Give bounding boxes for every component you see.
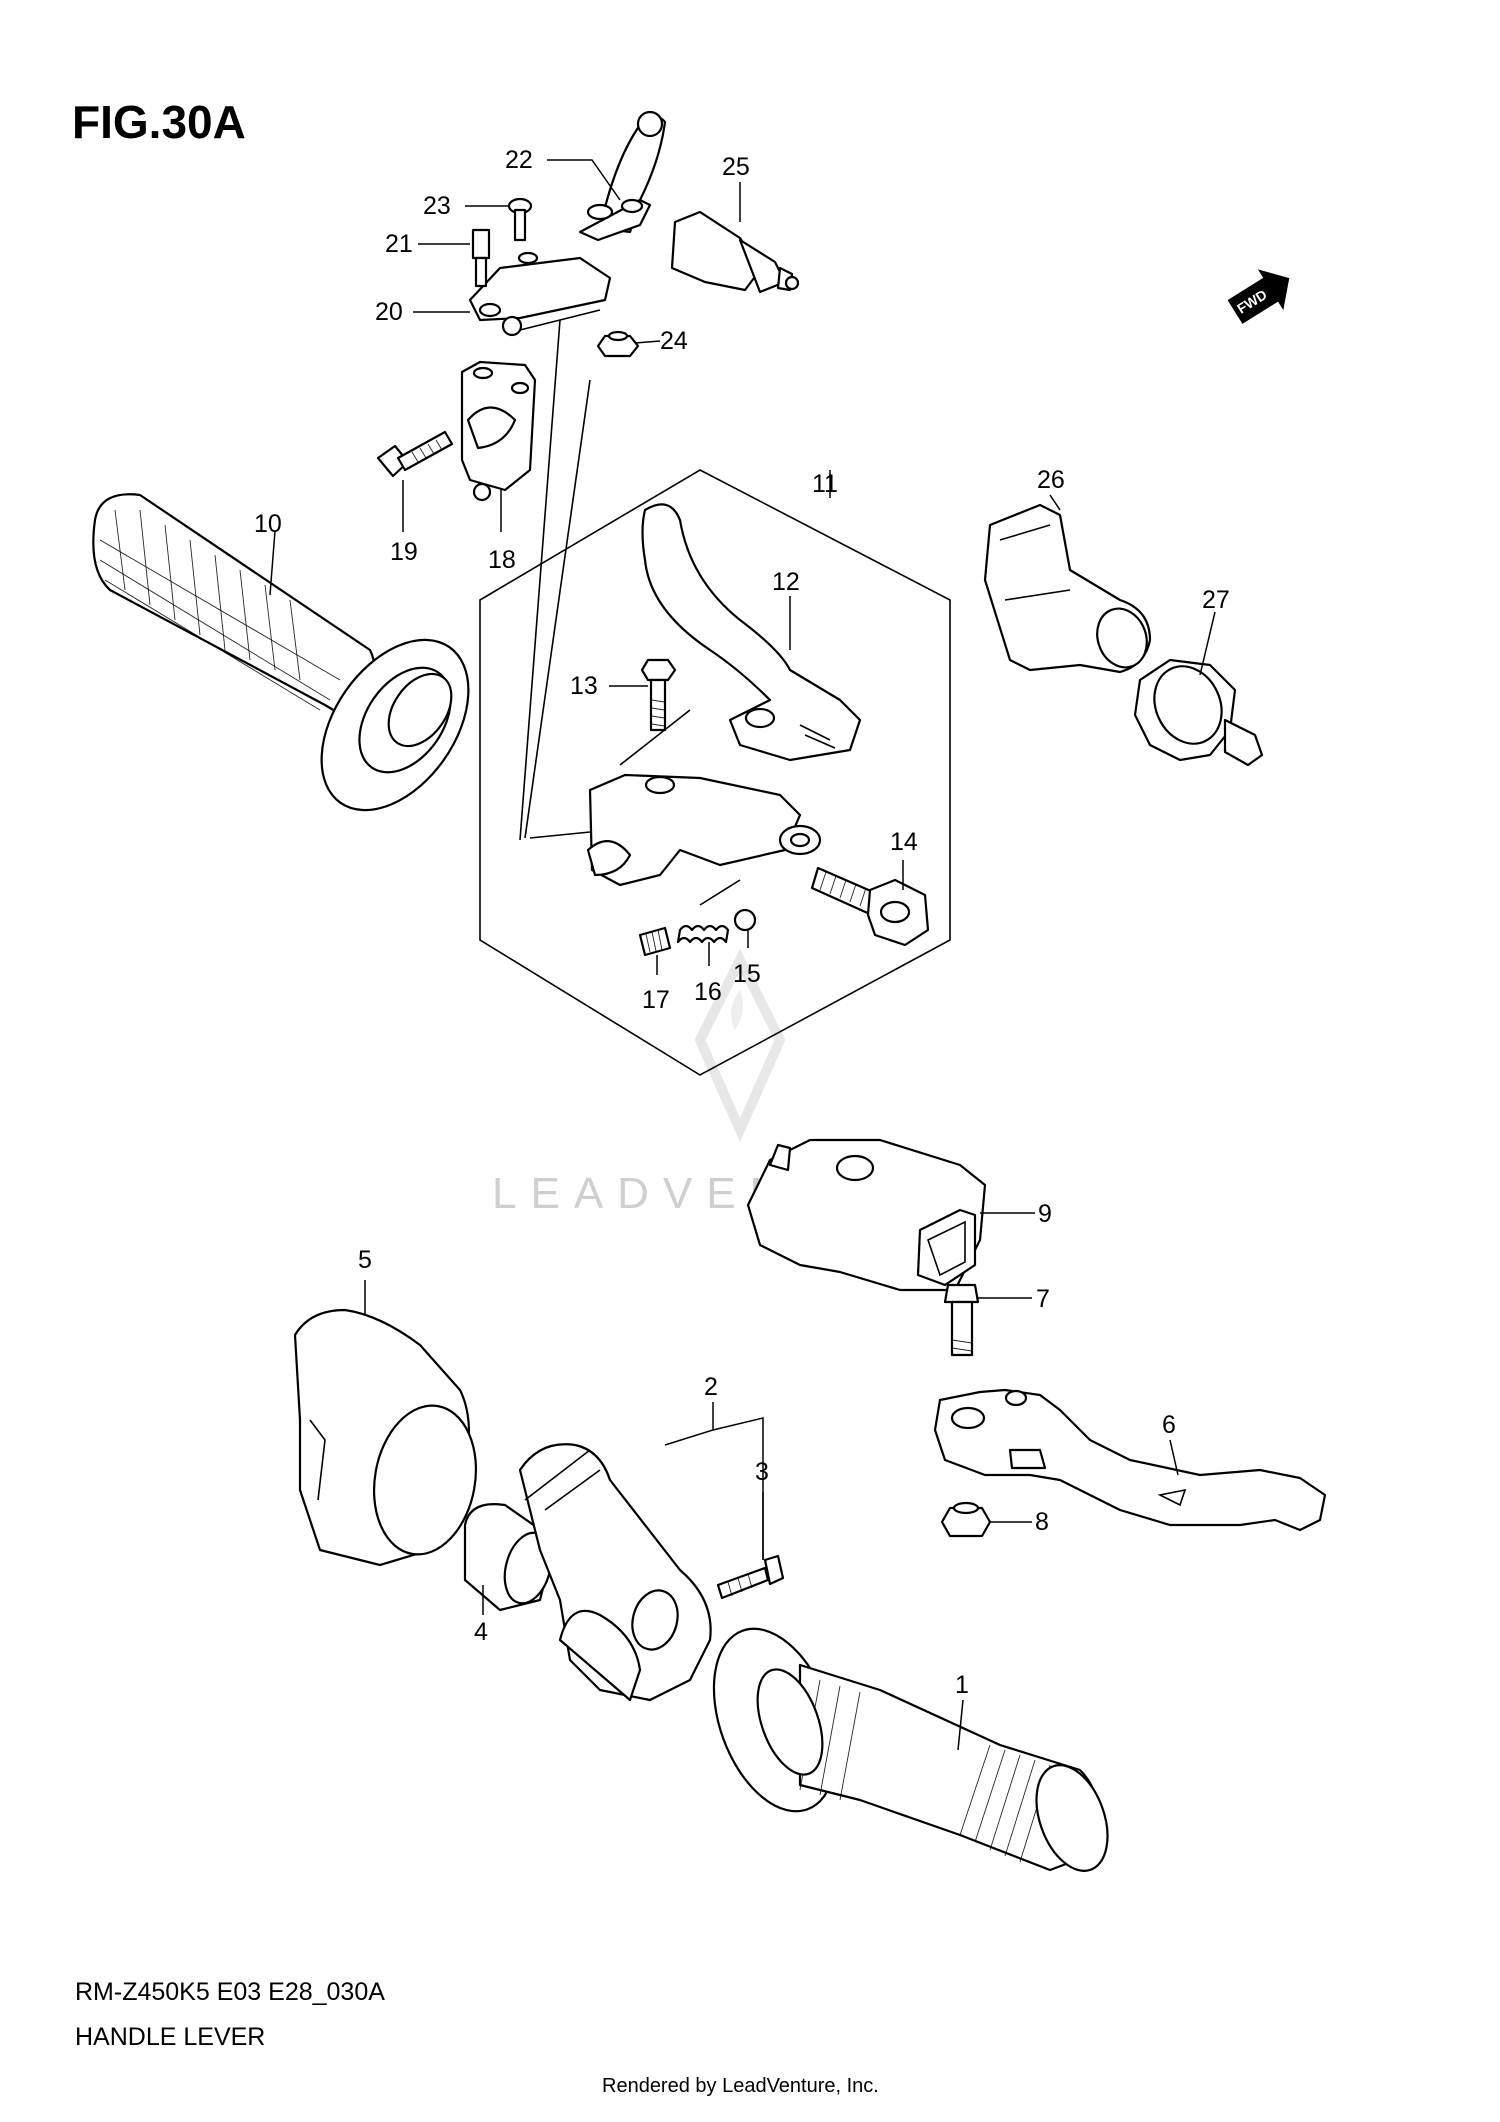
hot-start-screw (507, 197, 533, 242)
brake-lever-pivot-bolt (943, 1283, 980, 1357)
callout-10: 10 (254, 510, 282, 538)
callout-14: 14 (890, 828, 918, 856)
callout-18: 18 (488, 546, 516, 574)
callout-23: 23 (423, 192, 451, 220)
set-screw (638, 926, 672, 957)
callout-20: 20 (375, 298, 403, 326)
callout-15: 15 (733, 960, 761, 988)
assembly-reference-line-e (699, 879, 741, 906)
callout-21: 21 (385, 230, 413, 258)
callout-9: 9 (1038, 1200, 1052, 1228)
callout-4: 4 (474, 1618, 488, 1646)
assembly-reference-line-f (519, 309, 601, 331)
clutch-lever-pivot-bolt (640, 658, 677, 732)
clutch-lever-cover (983, 503, 1152, 674)
callout-7: 7 (1036, 1285, 1050, 1313)
clutch-cable-adjuster (810, 866, 930, 947)
clamp-bolt (376, 430, 454, 478)
detent-spring (676, 924, 730, 944)
assembly-reference-line-c (519, 319, 561, 841)
callout-11: 11 (812, 470, 838, 498)
detent-ball (733, 908, 757, 932)
throttle-cable-cover (293, 1308, 478, 1567)
callout-22: 22 (505, 146, 533, 174)
cable-adjuster-nut (1133, 658, 1264, 767)
assembly-reference-line-a (529, 831, 591, 839)
clutch-lever-bracket (586, 773, 822, 887)
watermark-logo (694, 948, 786, 1143)
hot-start-bolt (471, 228, 491, 288)
callout-16: 16 (694, 978, 722, 1006)
callout-5: 5 (358, 1246, 372, 1274)
hot-start-cable-boot (670, 210, 800, 294)
assembly-reference-line-d (619, 709, 691, 766)
model-code: RM-Z450K5 E03 E28_030A (75, 1978, 385, 2006)
leader-lines (269, 159, 1216, 1751)
clutch-lever-assembly-outline (479, 469, 951, 1076)
callout-19: 19 (390, 538, 418, 566)
callout-24: 24 (660, 327, 688, 355)
left-handlebar-grip (92, 493, 470, 812)
callout-2: 2 (704, 1373, 718, 1401)
brake-lever-cover (746, 1138, 987, 1292)
lever-holder-clamp (460, 360, 537, 502)
clutch-lever (641, 503, 862, 762)
callout-25: 25 (722, 153, 750, 181)
assembly-reference-line-b (524, 379, 591, 839)
forward-direction-arrow: FWD (1227, 269, 1290, 324)
hot-start-bracket (468, 251, 612, 337)
callout-27: 27 (1202, 586, 1230, 614)
callout-8: 8 (1035, 1508, 1049, 1536)
figure-caption: HANDLE LEVER (75, 2023, 265, 2051)
callout-1: 1 (955, 1671, 969, 1699)
callout-12: 12 (772, 568, 800, 596)
front-brake-lever (933, 1388, 1327, 1532)
callout-26: 26 (1037, 466, 1065, 494)
callout-3: 3 (755, 1458, 769, 1486)
hot-start-lever (578, 110, 667, 242)
callout-6: 6 (1162, 1411, 1176, 1439)
rendered-by-credit: Rendered by LeadVenture, Inc. (602, 2075, 879, 2097)
throttle-housing (518, 1443, 712, 1702)
hot-start-nut (596, 330, 640, 358)
figure-title: FIG.30A (72, 96, 246, 148)
throttle-grip (712, 1627, 1109, 1872)
callout-17: 17 (642, 986, 670, 1014)
callout-13: 13 (570, 672, 598, 700)
throttle-housing-screw (716, 1554, 785, 1600)
brake-lever-nut (940, 1501, 992, 1538)
